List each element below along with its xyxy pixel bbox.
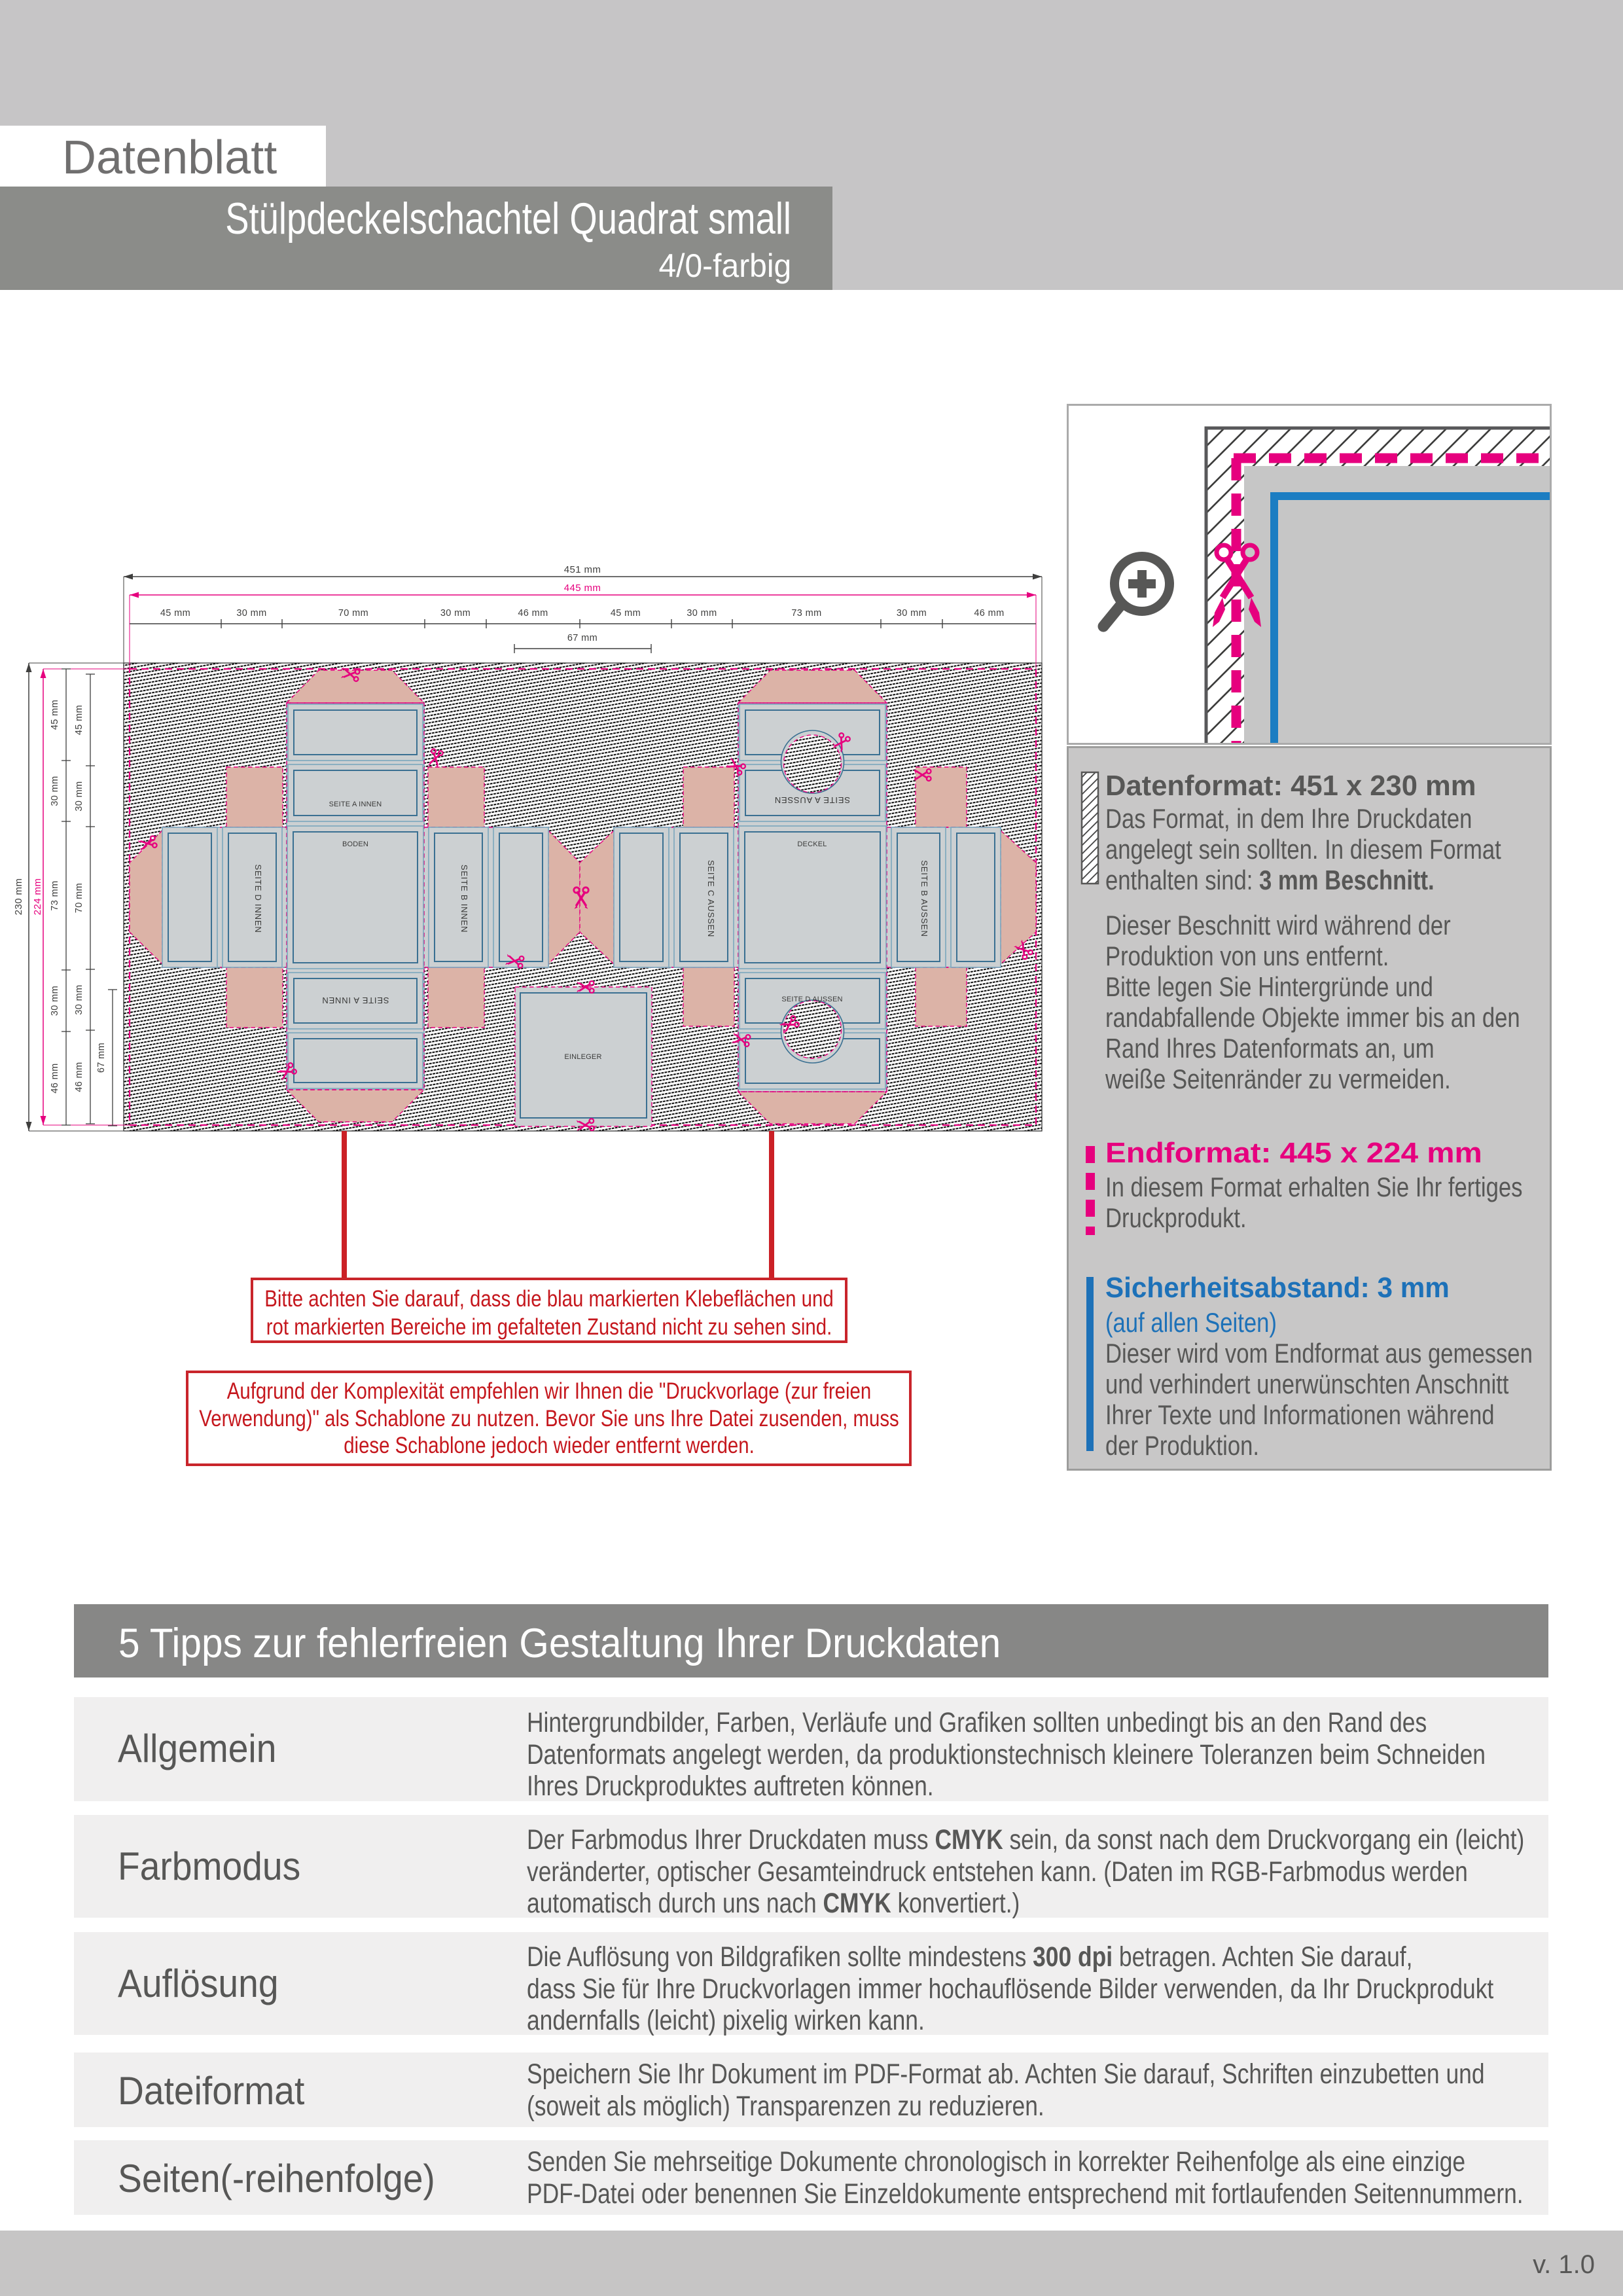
svg-text:30 mm: 30 mm (50, 776, 60, 806)
svg-text:73 mm: 73 mm (791, 608, 821, 619)
svg-text:30 mm: 30 mm (897, 608, 927, 619)
svg-text:EINLEGER: EINLEGER (564, 1053, 601, 1061)
svg-text:46 mm: 46 mm (50, 1063, 60, 1093)
svg-text:DECKEL: DECKEL (797, 840, 827, 848)
svg-text:45 mm: 45 mm (74, 705, 84, 735)
svg-text:SEITE A INNEN: SEITE A INNEN (322, 996, 389, 1005)
svg-text:30 mm: 30 mm (440, 608, 471, 619)
svg-text:70 mm: 70 mm (338, 608, 368, 619)
svg-text:46 mm: 46 mm (74, 1062, 84, 1092)
svg-text:BODEN: BODEN (342, 840, 368, 848)
svg-text:SEITE A AUSSEN: SEITE A AUSSEN (774, 795, 850, 805)
svg-text:224 mm: 224 mm (32, 878, 43, 916)
svg-text:45 mm: 45 mm (160, 608, 190, 619)
svg-text:SEITE A INNEN: SEITE A INNEN (329, 800, 382, 808)
svg-text:230 mm: 230 mm (13, 878, 24, 916)
svg-text:451 mm: 451 mm (564, 564, 601, 575)
svg-text:70 mm: 70 mm (74, 883, 84, 913)
svg-text:46 mm: 46 mm (974, 608, 1004, 619)
svg-text:30 mm: 30 mm (74, 781, 84, 811)
svg-text:73 mm: 73 mm (50, 880, 60, 910)
svg-text:67 mm: 67 mm (96, 1043, 107, 1073)
svg-text:30 mm: 30 mm (50, 986, 60, 1016)
svg-text:445 mm: 445 mm (564, 583, 601, 594)
svg-text:45 mm: 45 mm (611, 608, 641, 619)
svg-text:SEITE B INNEN: SEITE B INNEN (459, 865, 469, 933)
svg-text:45 mm: 45 mm (50, 700, 60, 730)
svg-text:SEITE B AUSSEN: SEITE B AUSSEN (919, 860, 929, 937)
svg-text:30 mm: 30 mm (236, 608, 266, 619)
svg-text:46 mm: 46 mm (518, 608, 548, 619)
svg-text:SEITE D AUSSEN: SEITE D AUSSEN (781, 996, 842, 1003)
svg-text:SEITE C AUSSEN: SEITE C AUSSEN (706, 860, 716, 937)
svg-text:SEITE D INNEN: SEITE D INNEN (253, 864, 263, 933)
svg-text:30 mm: 30 mm (74, 984, 84, 1014)
svg-text:67 mm: 67 mm (567, 633, 597, 643)
svg-text:30 mm: 30 mm (687, 608, 717, 619)
